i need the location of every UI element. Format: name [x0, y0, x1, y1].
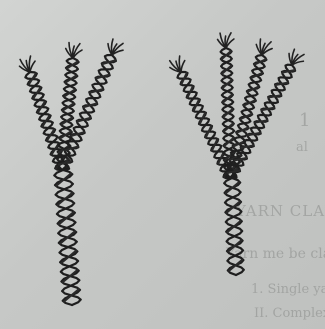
fiber-tuft [218, 33, 234, 48]
fiber-tuft [170, 56, 185, 72]
twist-mark [64, 289, 79, 301]
twist-mark [224, 138, 233, 146]
fiber [30, 61, 35, 72]
twist-mark [222, 66, 231, 74]
twist-mark [223, 109, 232, 117]
yarn-branch-4 [227, 65, 295, 179]
twist-mark [224, 123, 233, 131]
twist-mark [60, 231, 75, 243]
fiber-tuft [289, 49, 304, 65]
twist-mark [229, 260, 242, 271]
twist-mark [56, 174, 71, 186]
twist-mark [59, 212, 74, 224]
four-ply-yarn-illustration [170, 33, 304, 275]
twist-mark [63, 270, 78, 282]
fiber-tuft [66, 43, 82, 58]
fiber [181, 61, 185, 72]
twist-mark [228, 240, 241, 251]
twist-mark [223, 80, 232, 88]
twist-mark [58, 193, 73, 205]
fiber-tuft [256, 39, 272, 55]
yarn-trunk [224, 178, 244, 275]
twist-mark [227, 202, 240, 213]
twist-mark [222, 51, 231, 59]
twist-mark [227, 221, 240, 232]
yarn-trunk [54, 170, 80, 305]
fiber-tuft [19, 56, 35, 72]
twist-mark [62, 251, 77, 263]
twist-mark [223, 94, 232, 102]
three-ply-yarn-illustration [19, 39, 123, 305]
fiber-tuft [108, 39, 123, 55]
twist-mark [226, 182, 239, 193]
